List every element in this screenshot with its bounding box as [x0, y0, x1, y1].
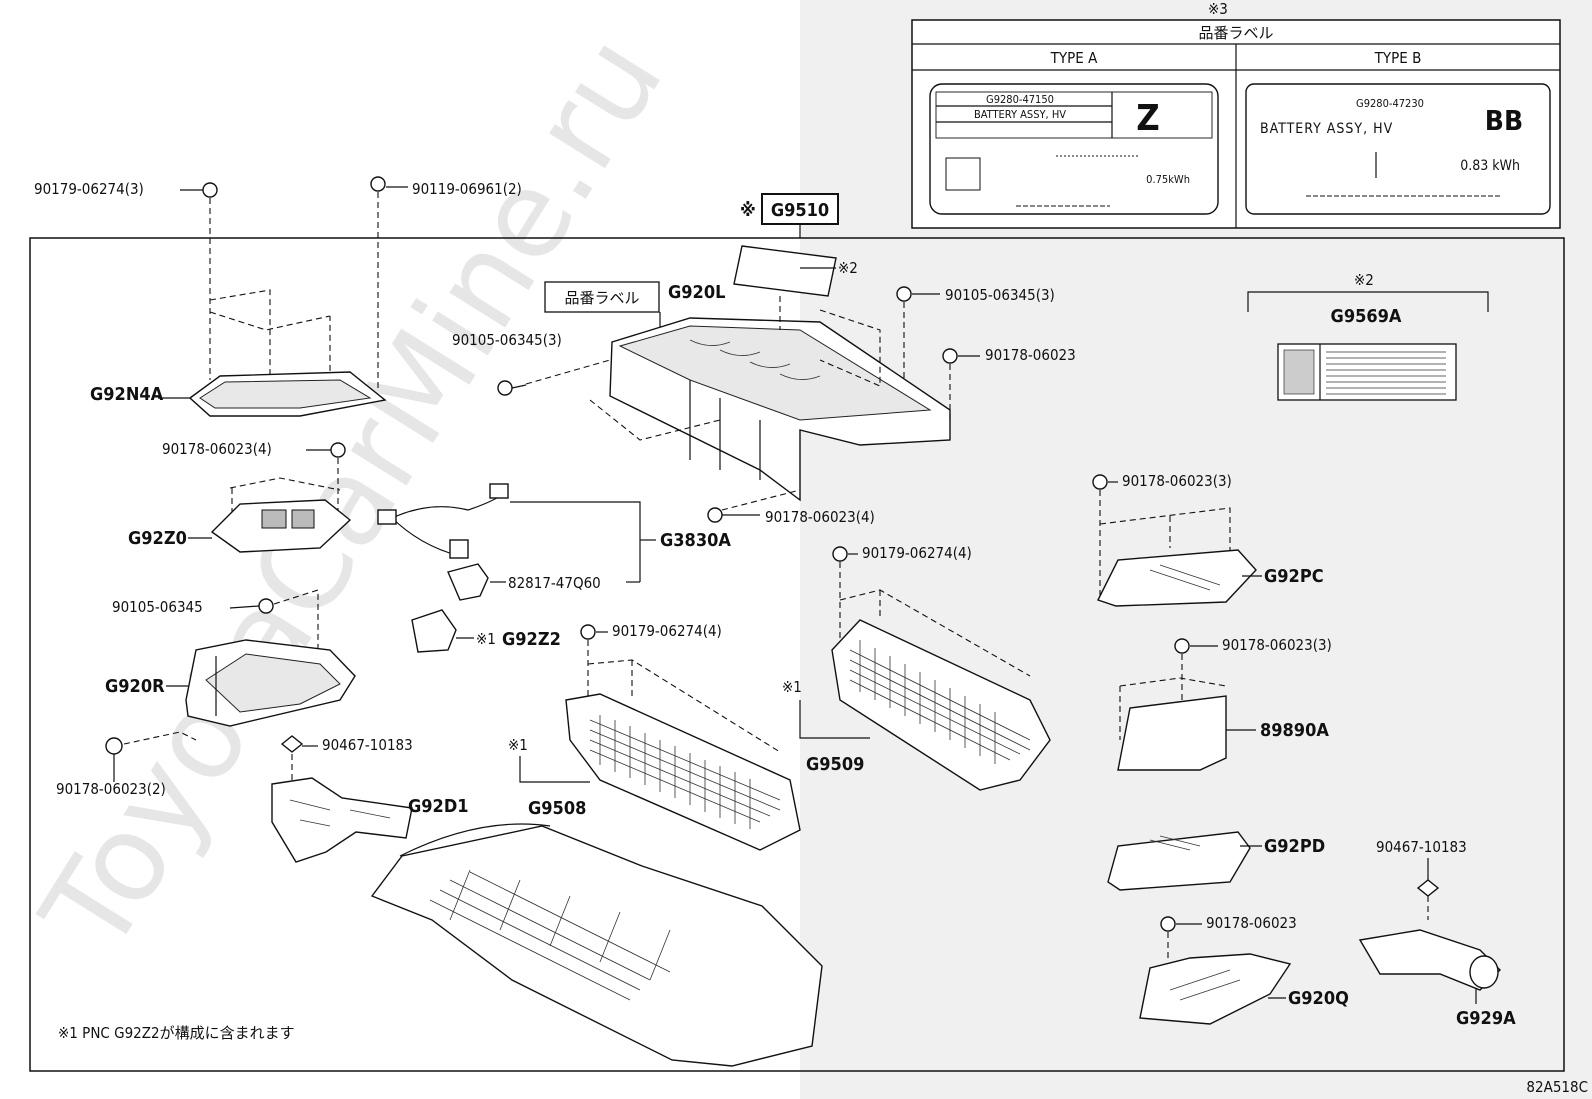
part-g92z0: G92Z0	[128, 528, 187, 549]
diagram-code: 82A518C	[1526, 1078, 1588, 1096]
part-g9508: G9508	[528, 798, 586, 819]
label-table-title: 品番ラベル	[1198, 24, 1273, 42]
label-callout: 品番ラベル	[564, 289, 639, 307]
module-g9509: 90179-06274(4) ※1 G9509	[782, 544, 1051, 791]
note1-g92z2: ※1	[476, 630, 496, 648]
type-a-capacity: 0.75kWh	[1146, 173, 1190, 186]
bolt-b10: 90179-06274(4)	[862, 544, 972, 562]
type-a-part-no: G9280-47150	[986, 93, 1054, 106]
part-g920r: G920R	[105, 676, 165, 697]
bolt-b16: 90467-10183	[1376, 838, 1467, 856]
bolt-b8: 82817-47Q60	[508, 574, 601, 592]
bolt-b13: 90178-06023(2)	[56, 780, 166, 798]
bolt-b9: 90105-06345	[112, 598, 203, 616]
bolt-b6: 90178-06023(4)	[162, 440, 272, 458]
part-89890a: 89890A	[1260, 720, 1329, 741]
right-column: 90178-06023(3) G92PC 90178-06023(3) 8989…	[1092, 472, 1516, 1029]
label-table-note-mark: ※3	[1208, 0, 1228, 18]
main-assembly-mark: ※	[740, 200, 756, 221]
bolt-b14: 90178-06023(3)	[1122, 472, 1232, 490]
bolt-b11: 90179-06274(4)	[612, 622, 722, 640]
bolt-b17: 90178-06023	[1206, 914, 1297, 932]
main-assembly-code: G9510	[771, 200, 829, 221]
bolts-g920l: 90105-06345(3) 90105-06345(3) 90178-0602…	[452, 286, 1076, 526]
part-g9569a: G9569A	[1331, 306, 1402, 327]
bolt-b4: 90178-06023	[985, 346, 1076, 364]
bolt-b3: 90105-06345(3)	[452, 331, 562, 349]
top-cover-g920l: ※2 品番ラベル G920L	[544, 245, 951, 502]
bolt-b7: 90178-06023(4)	[765, 508, 875, 526]
note1-g9509: ※1	[782, 678, 802, 696]
part-g92pc: G92PC	[1264, 566, 1324, 587]
type-b-capacity: 0.83 kWh	[1460, 158, 1520, 174]
bolt-b15: 90178-06023(3)	[1222, 636, 1332, 654]
type-a-header: TYPE A	[1050, 49, 1098, 67]
note2-warning: ※2	[1354, 271, 1374, 289]
wiring-g3830a: G3830A 82817-47Q60 ※1 G92Z2	[377, 483, 731, 653]
part-g92z2: G92Z2	[502, 629, 561, 650]
part-g92n4a: G92N4A	[90, 384, 164, 405]
bolt-b12: 90467-10183	[322, 736, 413, 754]
type-a-name: BATTERY ASSY, HV	[974, 108, 1066, 121]
label-table: ※3 品番ラベル TYPE A TYPE B G9280-47150 BATTE…	[911, 0, 1561, 229]
note2-top: ※2	[838, 259, 858, 277]
module-g9508: 90179-06274(4) ※1 G9508	[508, 622, 801, 851]
part-g9509: G9509	[806, 754, 864, 775]
footnote: ※1 PNC G92Z2が構成に含まれます	[58, 1024, 295, 1042]
bolt-b1: 90179-06274(3)	[34, 180, 144, 198]
bolt-b2: 90119-06961(2)	[412, 180, 522, 198]
part-g92d1: G92D1	[408, 796, 469, 817]
part-g920q: G920Q	[1288, 988, 1349, 1009]
part-g929a: G929A	[1456, 1008, 1516, 1029]
part-g3830a: G3830A	[660, 530, 731, 551]
bolt-b5: 90105-06345(3)	[945, 286, 1055, 304]
warning-label-g9569a: ※2 G9569A	[1247, 271, 1489, 401]
type-b-name: BATTERY ASSY, HV	[1260, 121, 1393, 137]
assembly-frame	[29, 237, 1565, 1072]
type-b-part-no: G9280-47230	[1356, 97, 1424, 110]
lower-tray	[370, 823, 823, 1067]
part-g92pd: G92PD	[1264, 836, 1325, 857]
type-b-code: BB	[1485, 104, 1523, 137]
type-b-header: TYPE B	[1374, 49, 1422, 67]
part-g920l: G920L	[668, 282, 725, 303]
note1-g9508: ※1	[508, 736, 528, 754]
type-a-code: Z	[1136, 98, 1159, 139]
left-column: 90179-06274(3) 90119-06961(2) G92N4A 901…	[34, 176, 522, 863]
